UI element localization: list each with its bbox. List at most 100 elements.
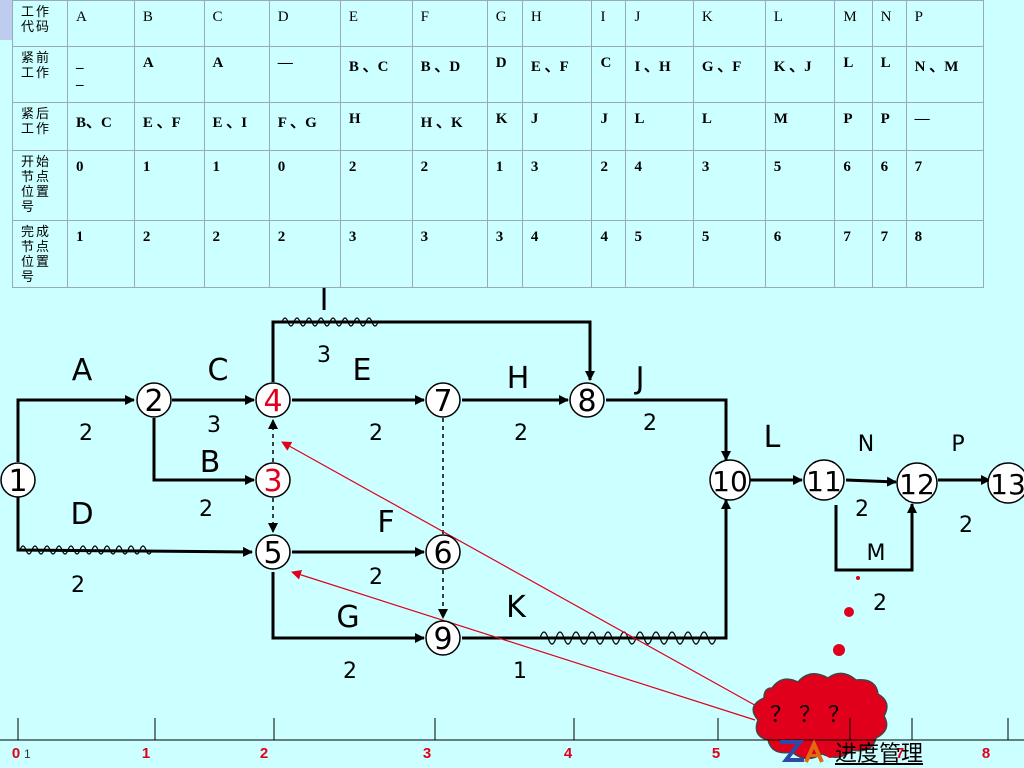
table-cell: D [268, 0, 341, 47]
table-cell: B、C [67, 102, 135, 151]
table-cell: P [905, 0, 985, 47]
activity-duration-N: 2 [855, 497, 869, 522]
activity-duration-J: 2 [643, 411, 657, 436]
table-cell: 3 [411, 220, 488, 288]
pointer-line-to-5 [291, 569, 756, 721]
table-cell: 3 [692, 150, 766, 221]
activity-duration-G: 2 [343, 659, 357, 684]
table-cell: 5 [625, 220, 694, 288]
activity-name-N: N [858, 432, 874, 457]
activity-duration-I: 3 [317, 343, 331, 368]
row-header: 紧后工作 [12, 102, 68, 151]
table-cell: 8 [905, 220, 985, 288]
activity-duration-F: 2 [369, 565, 383, 590]
arrow-J [606, 398, 731, 461]
table-cell: 2 [268, 220, 341, 288]
table-cell: N 、M [905, 46, 985, 103]
table-cell: B 、D [411, 46, 488, 103]
table-cell: B [133, 0, 205, 47]
table-cell: 4 [521, 220, 593, 288]
arrow-N [845, 476, 897, 487]
activity-name-E: E [353, 353, 372, 388]
pointer-line-to-4 [281, 441, 761, 709]
node-label-11: 11 [806, 465, 842, 498]
axis-label: 5 [712, 745, 720, 762]
table-cell: A [67, 0, 135, 47]
table-cell: 1 [67, 220, 135, 288]
table-cell: F [411, 0, 488, 47]
node-label-1: 1 [8, 464, 27, 499]
table-cell: G [486, 0, 523, 47]
axis-label: 0 [12, 745, 20, 762]
table-cell: 2 [133, 220, 205, 288]
activity-name-G: G [336, 600, 359, 635]
activity-name-F: F [377, 505, 394, 540]
wave-D [19, 545, 153, 555]
activity-duration-E: 2 [369, 421, 383, 446]
node-12 [896, 462, 938, 504]
axis-label: 8 [982, 745, 990, 762]
activity-name-D: D [70, 497, 93, 532]
table-cell: 7 [834, 220, 873, 288]
table-cell: B 、C [339, 46, 413, 103]
arrow-D [16, 497, 253, 557]
activity-name-A: A [72, 353, 93, 388]
node-1 [0, 462, 36, 498]
activity-name-J: J [634, 361, 645, 396]
axis-label: 3 [423, 745, 431, 762]
node-9 [425, 620, 461, 656]
node-4 [255, 382, 291, 418]
table-cell: L [692, 102, 766, 151]
node-2 [136, 382, 172, 418]
node-8 [569, 382, 605, 418]
activity-name-C: C [208, 353, 229, 388]
table-cell: L [625, 102, 694, 151]
table-cell: 3 [339, 220, 413, 288]
activity-name-L: L [764, 420, 781, 455]
table-cell: N [871, 0, 907, 47]
table-cell: H 、K [411, 102, 488, 151]
table-cell: E 、F [133, 102, 205, 151]
table-cell: 3 [486, 220, 523, 288]
company-logo [780, 739, 824, 763]
activity-duration-D: 2 [71, 573, 85, 598]
arrow-I [271, 320, 595, 382]
activity-duration-M: 2 [873, 591, 887, 616]
table-cell: M [764, 102, 836, 151]
axis-extra-label: 1 [24, 747, 31, 761]
node-label-8: 8 [577, 384, 596, 419]
table-cell: L [871, 46, 907, 103]
node-5 [255, 534, 291, 570]
table-cell: 1 [133, 150, 205, 221]
table-cell: D [486, 46, 523, 103]
activity-duration-P: 2 [959, 513, 973, 538]
node-label-10: 10 [712, 465, 748, 498]
table-cell: E 、I [203, 102, 270, 151]
node-11 [803, 459, 845, 501]
activity-name-P: P [951, 432, 964, 457]
node-label-5: 5 [263, 536, 282, 571]
table-cell: K [692, 0, 766, 47]
bubble-dot-large [833, 644, 845, 656]
node-label-12: 12 [899, 468, 935, 501]
axis-label: 4 [564, 745, 573, 762]
row-header: 完成节点位置号 [12, 220, 68, 288]
table-cell: — [268, 46, 341, 103]
table-cell: C [203, 0, 270, 47]
table-cell: M [834, 0, 873, 47]
node-label-7: 7 [433, 384, 452, 419]
node-3 [255, 462, 291, 498]
activity-duration-H: 2 [514, 421, 528, 446]
table-cell: — [905, 102, 985, 151]
table-cell: L [834, 46, 873, 103]
callout-text: ？ ？ ？ [770, 703, 850, 728]
table-cell: P [834, 102, 873, 151]
wave-I [281, 317, 379, 327]
